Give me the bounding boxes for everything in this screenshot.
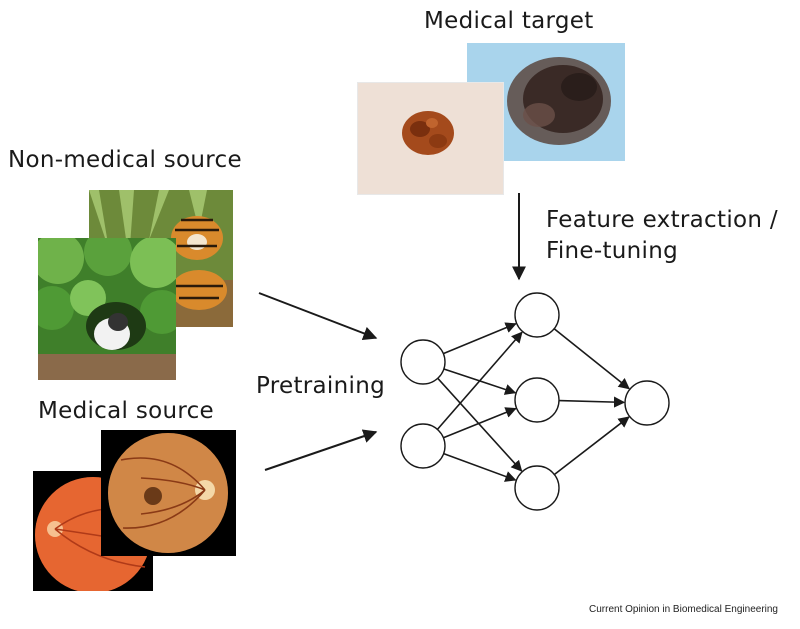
pretraining-label: Pretraining	[256, 373, 385, 399]
network-edge-l1-1-to-0	[558, 396, 626, 408]
network-node-layer0-0	[400, 339, 446, 385]
network-node-layer2-0	[624, 380, 670, 426]
network-edge-l0-0-to-2	[437, 377, 523, 472]
network-edge-l1-2-to-0	[553, 416, 630, 476]
network-node-layer1-0	[514, 292, 560, 338]
journal-credit: Current Opinion in Biomedical Engineerin…	[589, 604, 778, 615]
feature-extraction-label: Feature extraction /	[546, 207, 778, 233]
network-node-layer0-1	[400, 423, 446, 469]
medical-source-label: Medical source	[38, 398, 215, 424]
network-edge-l0-1-to-1	[443, 407, 517, 439]
network-edge-l1-0-to-0	[553, 328, 630, 390]
network-node-layer1-2	[514, 465, 560, 511]
cat-in-bushes-photo	[38, 238, 176, 380]
fine-tuning-label: Fine-tuning	[546, 238, 679, 264]
network-edge-l0-0-to-0	[443, 322, 517, 355]
network-edge-l0-1-to-0	[436, 331, 523, 430]
medical-source-to-network-arrow	[264, 429, 378, 471]
skin-lesion-image	[358, 83, 503, 194]
network-edge-l0-1-to-2	[443, 452, 517, 482]
network-node-layer1-1	[514, 377, 560, 423]
non-medical-source-label: Non-medical source	[8, 147, 242, 173]
medical-target-label: Medical target	[424, 8, 594, 34]
dermoscopy-lesion-image	[467, 43, 625, 161]
non-medical-to-network-arrow	[258, 292, 378, 341]
fundus-image-front	[101, 430, 236, 556]
